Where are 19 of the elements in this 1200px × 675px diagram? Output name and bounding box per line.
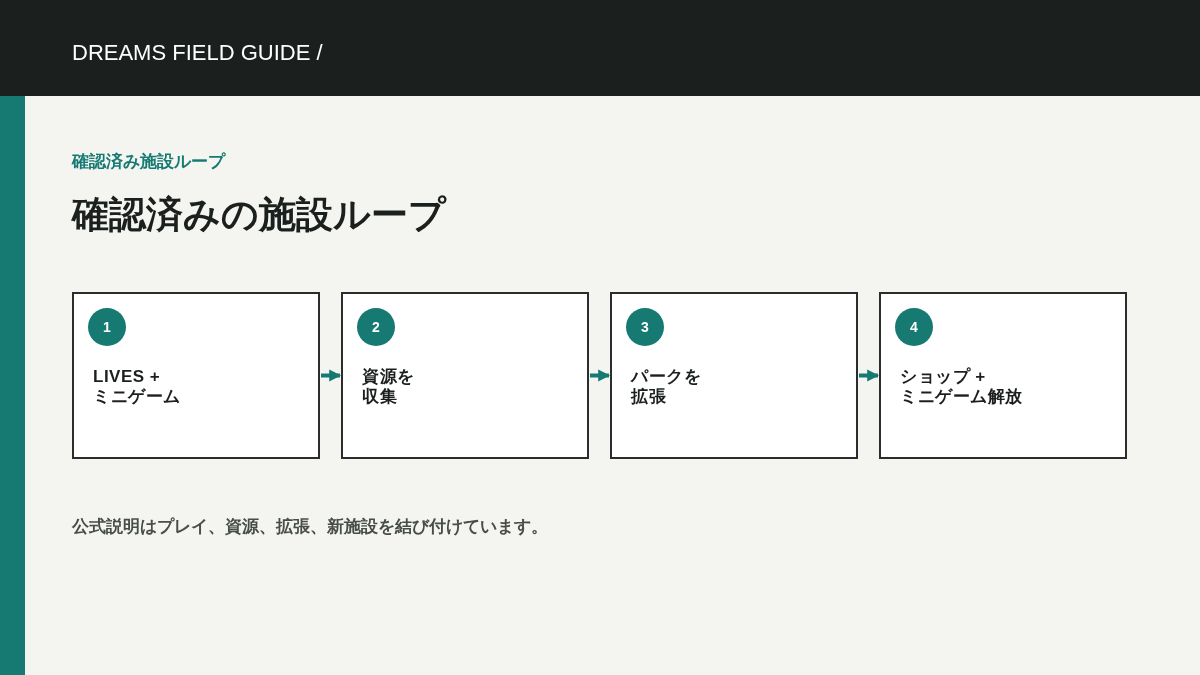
step-label: パークを拡張 bbox=[631, 367, 702, 407]
process-box bbox=[341, 292, 589, 459]
arrow bbox=[859, 369, 880, 382]
step-label: 資源を収集 bbox=[362, 367, 416, 407]
caption-text: 公式説明はプレイ、資源、拡張、新施設を結び付けています。 bbox=[72, 516, 548, 538]
process-box bbox=[610, 292, 858, 459]
section-label: 確認済み施設ループ bbox=[72, 151, 225, 173]
step-number: 3 bbox=[626, 308, 664, 346]
step-label: LIVES + ミニゲーム bbox=[93, 367, 182, 407]
arrow bbox=[590, 369, 611, 382]
step-number: 2 bbox=[357, 308, 395, 346]
step-number: 4 bbox=[895, 308, 933, 346]
step-label: ショップ + ミニゲーム解放 bbox=[900, 367, 1024, 407]
process-box bbox=[879, 292, 1127, 459]
page-title: 確認済みの施設ループ bbox=[72, 193, 446, 237]
step-number: 1 bbox=[88, 308, 126, 346]
arrow bbox=[321, 369, 342, 382]
process-box bbox=[72, 292, 320, 459]
site-title: DREAMS FIELD GUIDE / bbox=[72, 39, 323, 67]
